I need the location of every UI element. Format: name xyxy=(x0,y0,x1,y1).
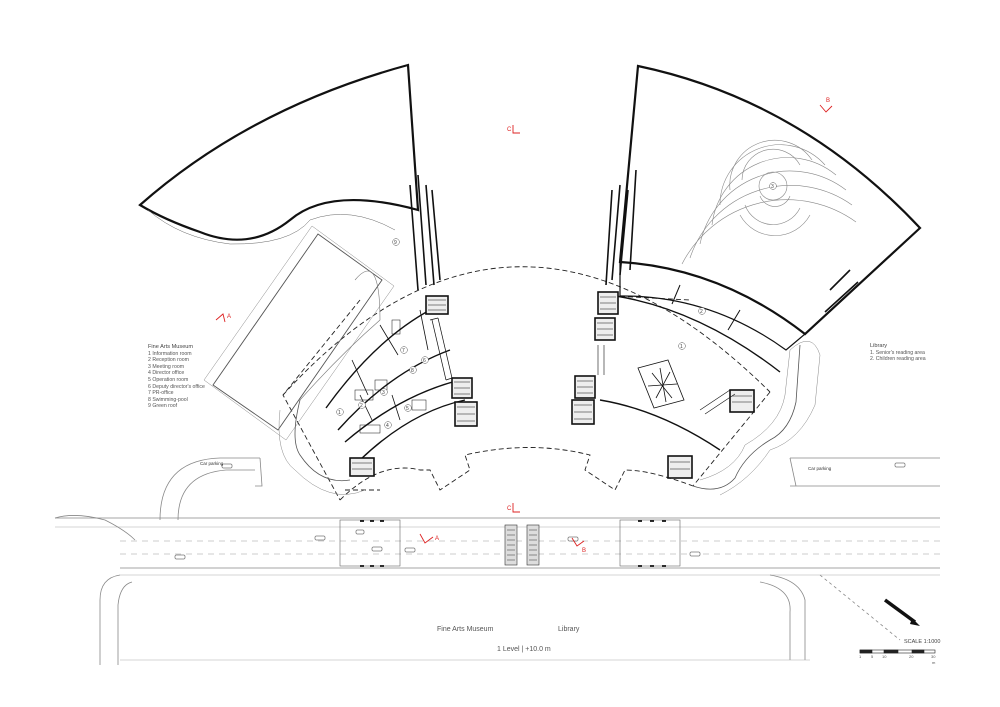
north-arrow-icon xyxy=(883,598,920,626)
museum-legend-item: 1 Information room xyxy=(148,350,192,357)
museum-wing xyxy=(138,63,478,495)
pedestrian-crossings xyxy=(339,519,681,567)
room-1-tag: 1 xyxy=(338,410,341,416)
library-legend: Library 1. Senior's reading area 2. Chil… xyxy=(870,343,926,363)
library-room-3-tag: 3 xyxy=(771,184,774,190)
museum-legend-item: 6 Deputy director's office xyxy=(148,383,205,390)
room-2-tag: 2 xyxy=(360,403,363,409)
ground-floor-outline xyxy=(282,266,771,501)
library-legend-title: Library xyxy=(870,343,888,349)
museum-caption: Fine Arts Museum xyxy=(437,626,494,633)
library-room-1-tag: 1 xyxy=(680,344,683,350)
library-wing xyxy=(571,64,922,496)
scale-tick: 10 xyxy=(882,654,887,659)
museum-legend-item: 5 Operation room xyxy=(148,376,189,383)
scale-bar xyxy=(859,649,936,654)
museum-legend-item: 4 Director office xyxy=(148,370,185,377)
level-caption: 1 Level | +10.0 m xyxy=(497,646,551,653)
room-6-tag: 6 xyxy=(423,358,426,364)
road-network xyxy=(54,457,940,665)
room-7-tag: 7 xyxy=(402,348,405,354)
room-8-tag: 8 xyxy=(411,368,414,374)
library-caption: Library xyxy=(558,626,580,633)
car-parking-left-label: Car parking xyxy=(200,461,224,466)
room-number-tags xyxy=(336,182,777,429)
museum-legend: Fine Arts Museum 1 Information room 2 Re… xyxy=(148,344,205,410)
section-mark-b-top: B xyxy=(826,98,830,104)
scale-unit: m xyxy=(932,660,936,665)
museum-legend-item: 3 Meeting room xyxy=(148,363,185,370)
museum-legend-item: 2 Reception room xyxy=(148,357,189,364)
museum-legend-item: 8 Swimming-pool xyxy=(148,396,188,403)
scale-label: SCALE 1:1000 xyxy=(904,639,941,645)
museum-legend-item: 7 PR-office xyxy=(148,390,174,397)
car-parking-right-label: Car parking xyxy=(808,466,832,471)
scale-tick: 20 xyxy=(909,654,914,659)
room-9-tag: 9 xyxy=(394,240,397,246)
room-4-tag: 4 xyxy=(386,423,389,429)
section-mark-c-top: C xyxy=(507,127,512,133)
room-5-tag: 5 xyxy=(406,406,409,412)
room-3-tag: 3 xyxy=(382,390,385,396)
car-symbols xyxy=(174,462,906,560)
section-markers xyxy=(215,104,833,547)
museum-legend-item: 9 Green roof xyxy=(148,403,178,410)
library-room-2-tag: 2 xyxy=(700,309,703,315)
scale-tick: 1 xyxy=(859,654,862,659)
section-mark-a-road: A xyxy=(435,536,439,542)
scale-tick: 5 xyxy=(871,654,874,659)
section-mark-c-bottom: C xyxy=(507,506,512,512)
library-legend-item: 2. Children reading area xyxy=(870,356,926,363)
library-info-desk xyxy=(637,359,685,409)
scale-tick: 30 xyxy=(931,654,936,659)
section-mark-a-left: A xyxy=(227,314,231,320)
section-mark-b-road: B xyxy=(582,548,586,554)
museum-legend-title: Fine Arts Museum xyxy=(148,344,194,350)
library-legend-item: 1. Senior's reading area xyxy=(870,349,925,356)
